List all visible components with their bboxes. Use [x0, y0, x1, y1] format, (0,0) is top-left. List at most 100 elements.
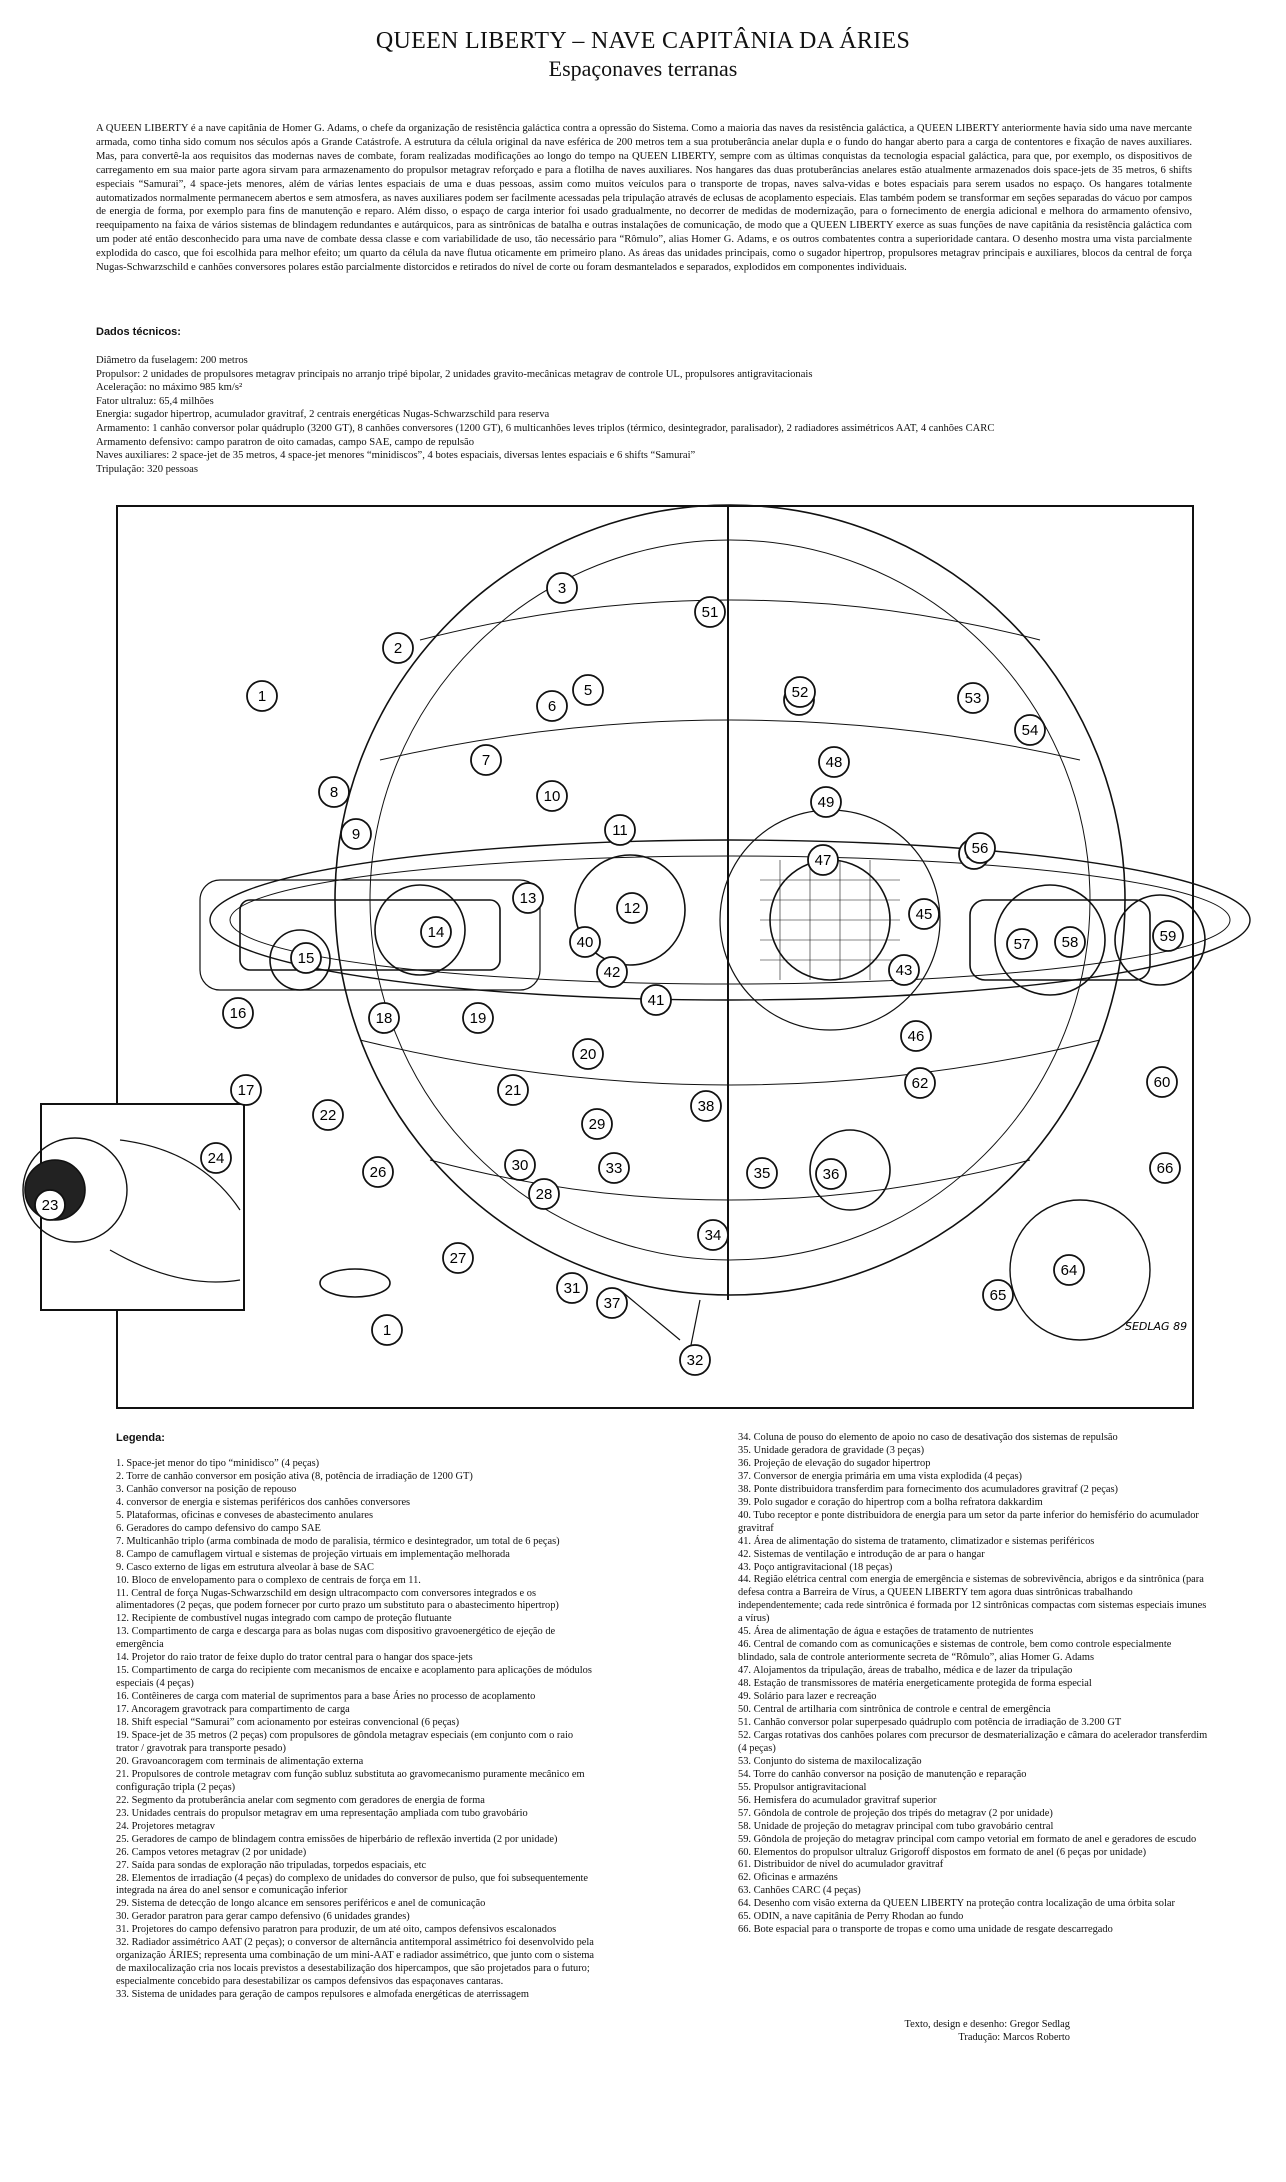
- callout-number: 33: [598, 1152, 630, 1184]
- svg-text:10: 10: [544, 788, 561, 805]
- legend-item: 21. Propulsores de controle metagrav com…: [116, 1768, 585, 1793]
- legend-item: 62. Oficinas e armazéns: [738, 1872, 838, 1884]
- legend-item: 25. Geradores de campo de blindagem cont…: [116, 1833, 558, 1845]
- callout-number: 57: [1006, 928, 1038, 960]
- legend-item: 37. Conversor de energia primária em uma…: [738, 1470, 1023, 1482]
- callout-number: 62: [904, 1067, 936, 1099]
- legend-item: 49. Solário para lazer e recreação: [738, 1691, 877, 1703]
- svg-text:7: 7: [482, 752, 490, 769]
- legend-item: 29. Sistema de detecção de longo alcance…: [116, 1898, 486, 1910]
- legend-item: 23. Unidades centrais do propulsor metag…: [116, 1807, 528, 1819]
- legend-item: 26. Campos vetores metagrav (2 por unida…: [116, 1846, 307, 1858]
- svg-text:54: 54: [1022, 722, 1039, 739]
- legend-item: 60. Elementos do propulsor ultraluz Grig…: [738, 1846, 1147, 1858]
- legend-item: 36. Projeção de elevação do sugador hipe…: [738, 1457, 931, 1469]
- callout-number: 21: [497, 1074, 529, 1106]
- legend-item: 6. Geradores do campo defensivo do campo…: [116, 1522, 321, 1534]
- callout-number: 64: [1053, 1254, 1085, 1286]
- svg-text:62: 62: [912, 1075, 929, 1092]
- legend-item: 8. Campo de camuflagem virtual e sistema…: [116, 1548, 510, 1560]
- callout-number: 51: [694, 596, 726, 628]
- callout-number: 1: [371, 1314, 403, 1346]
- svg-text:59: 59: [1160, 928, 1177, 945]
- callout-number: 36: [815, 1158, 847, 1190]
- legend-item: 30. Gerador paratron para gerar campo de…: [116, 1911, 410, 1923]
- callout-number: 5: [572, 674, 604, 706]
- callout-number: 48: [818, 746, 850, 778]
- page-subtitle: Espaçonaves terranas: [548, 56, 738, 81]
- legend-item: 10. Bloco de envelopamento para o comple…: [116, 1574, 421, 1586]
- callout-number: 14: [420, 916, 452, 948]
- svg-text:11: 11: [612, 822, 628, 839]
- callout-number: 54: [1014, 714, 1046, 746]
- svg-text:16: 16: [230, 1005, 247, 1022]
- svg-text:47: 47: [815, 852, 832, 869]
- legend-item: 17. Ancoragem gravotrack para compartime…: [116, 1704, 350, 1716]
- callout-number: 26: [362, 1156, 394, 1188]
- legend-item: 3. Canhão conversor na posição de repous…: [116, 1483, 297, 1495]
- svg-text:30: 30: [512, 1157, 529, 1174]
- callout-number: 31: [556, 1272, 588, 1304]
- svg-text:1: 1: [383, 1322, 391, 1339]
- legend-item: 52. Cargas rotativas dos canhões polares…: [738, 1729, 1208, 1754]
- legend-item: 56. Hemisfera do acumulador gravitraf su…: [738, 1794, 937, 1806]
- legend-item: 13. Compartimento de carga e descarga pa…: [116, 1626, 556, 1651]
- callout-number: 30: [504, 1149, 536, 1181]
- credit-translator: Tradução: Marcos Roberto: [958, 2032, 1070, 2043]
- callout-number: 38: [690, 1090, 722, 1122]
- tech-item: Diâmetro da fuselagem: 200 metros: [96, 355, 248, 366]
- tech-item: Naves auxiliares: 2 space-jet de 35 metr…: [96, 450, 696, 462]
- svg-text:33: 33: [606, 1160, 623, 1177]
- svg-text:13: 13: [520, 890, 537, 907]
- legend-item: 9. Casco externo de ligas em estrutura a…: [116, 1561, 374, 1573]
- legend-item: 38. Ponte distribuidora transferdim para…: [738, 1483, 1118, 1495]
- svg-text:12: 12: [624, 900, 641, 917]
- tech-data-list: Diâmetro da fuselagem: 200 metros Propul…: [96, 354, 1196, 476]
- callout-number: 59: [1152, 920, 1184, 952]
- tech-item: Energia: sugador hipertrop, acumulador g…: [96, 409, 550, 421]
- legend-item: 65. ODIN, a nave capitânia de Perry Rhod…: [738, 1911, 964, 1923]
- legend-item: 64. Desenho com visão externa da QUEEN L…: [738, 1898, 1175, 1910]
- svg-text:31: 31: [564, 1280, 581, 1297]
- svg-text:66: 66: [1157, 1160, 1174, 1177]
- legend-left-column: 1. Space-jet menor do tipo “minidisco” (…: [116, 1458, 596, 2002]
- svg-text:8: 8: [330, 784, 338, 801]
- callout-number: 65: [982, 1279, 1014, 1311]
- legend-item: 59. Gôndola de projeção do metagrav prin…: [738, 1833, 1197, 1845]
- artist-signature: SEDLAG 89: [1125, 1320, 1187, 1333]
- callout-number: 40: [569, 926, 601, 958]
- tech-item: Aceleração: no máximo 985 km/s²: [96, 382, 243, 394]
- svg-text:6: 6: [548, 698, 556, 715]
- svg-text:53: 53: [965, 690, 982, 707]
- legend-right-column: 34. Coluna de pouso do elemento de apoio…: [738, 1432, 1208, 1937]
- svg-text:58: 58: [1062, 934, 1079, 951]
- svg-text:5: 5: [584, 682, 592, 699]
- svg-text:28: 28: [536, 1186, 553, 1203]
- svg-text:60: 60: [1154, 1074, 1171, 1091]
- legend-item: 58. Unidade de projeção do metagrav prin…: [738, 1820, 1054, 1832]
- callout-number: 9: [340, 818, 372, 850]
- legend-item: 48. Estação de transmissores de matéria …: [738, 1678, 1092, 1690]
- legend-item: 43. Poço antigravitacional (18 peças): [738, 1561, 893, 1573]
- callout-number: 24: [200, 1142, 232, 1174]
- svg-text:26: 26: [370, 1164, 387, 1181]
- svg-text:48: 48: [826, 754, 843, 771]
- callout-number: 35: [746, 1157, 778, 1189]
- svg-text:9: 9: [352, 826, 360, 843]
- callout-number: 12: [616, 892, 648, 924]
- tech-item: Tripulação: 320 pessoas: [96, 463, 199, 475]
- callout-number: 19: [462, 1002, 494, 1034]
- credits: Texto, design e desenho: Gregor Sedlag T…: [880, 2018, 1070, 2044]
- callout-number: 6: [536, 690, 568, 722]
- callout-number: 22: [312, 1099, 344, 1131]
- callout-number: 17: [230, 1074, 262, 1106]
- tech-item: Armamento: 1 canhão conversor polar quád…: [96, 422, 995, 434]
- legend-item: 46. Central de comando com as comunicaçõ…: [738, 1639, 1172, 1664]
- legend-item: 31. Projetores do campo defensivo paratr…: [116, 1924, 557, 1936]
- legend-item: 35. Unidade geradora de gravidade (3 peç…: [738, 1444, 925, 1456]
- svg-text:37: 37: [604, 1295, 621, 1312]
- callout-number: 16: [222, 997, 254, 1029]
- callout-number: 7: [470, 744, 502, 776]
